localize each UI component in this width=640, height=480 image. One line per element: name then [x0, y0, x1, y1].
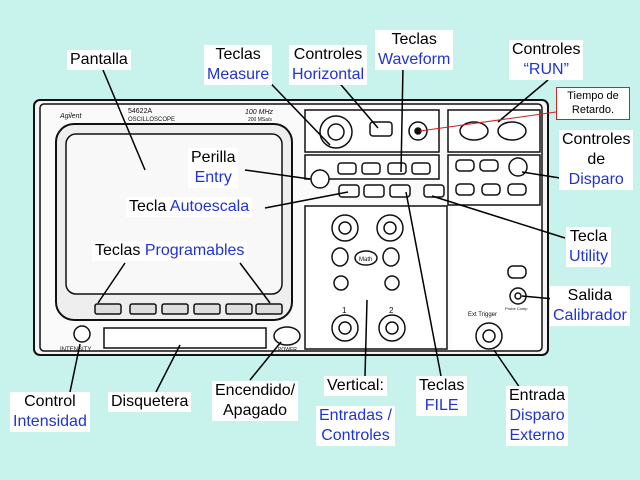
label-control-intensidad: Control Intensidad — [10, 392, 90, 432]
label-encendido-apagado: Encendido/ Apagado — [212, 381, 299, 421]
model-text-1: 54622A — [128, 108, 152, 115]
math-button — [354, 250, 378, 266]
label-controles-run: Controles “RUN” — [509, 40, 584, 80]
main-delayed-button — [369, 121, 393, 137]
run-stop-button — [459, 121, 489, 141]
intensity-knob — [73, 325, 91, 343]
freq-text: 100 MHz — [245, 109, 274, 116]
label-teclas-waveform: Teclas Waveform — [375, 30, 454, 70]
label-tecla-autoescala: Tecla Autoescala — [126, 197, 253, 217]
softkeys-row — [94, 303, 283, 315]
ext-trigger-text: Ext Trigger — [468, 312, 497, 318]
label-tiempo-retardo: Tiempo de Retardo. — [556, 87, 630, 120]
model-text-2: OSCILLOSCOPE — [128, 117, 175, 123]
label-teclas-file: Teclas FILE — [416, 376, 468, 416]
intensity-text: INTENSITY — [60, 347, 91, 353]
label-teclas-measure: Teclas Measure — [204, 45, 273, 85]
probe-comp-text: Probe Comp — [505, 306, 528, 311]
trigger-level-knob — [508, 157, 528, 177]
panel-text: Agilent 54622A OSCILLOSCOPE 100 MHz 200 … — [59, 108, 528, 353]
brand-text: Agilent — [59, 113, 82, 120]
label-entrada-disparo-externo: Entrada Disparo Externo — [506, 386, 569, 446]
label-tecla-utility: Tecla Utility — [566, 227, 612, 267]
label-entradas-controles: Entradas / Controles — [316, 406, 395, 446]
sample-text: 200 MSa/s — [248, 117, 272, 123]
label-salida-calibrador: Salida Calibrador — [550, 286, 630, 326]
floppy-drive — [103, 327, 267, 349]
utility-button — [423, 184, 445, 198]
power-button — [273, 326, 301, 346]
label-teclas-programables: Teclas Programables — [92, 241, 248, 261]
ch1-text: 1 — [342, 306, 347, 315]
label-disquetera: Disquetera — [108, 392, 192, 412]
label-pantalla: Pantalla — [67, 50, 131, 70]
label-controles-disparo: Controles de Disparo — [559, 130, 634, 190]
entry-knob — [310, 169, 330, 189]
label-controles-horizontal: Controles Horizontal — [289, 45, 368, 85]
ch2-text: 2 — [389, 306, 394, 315]
single-button — [497, 121, 527, 141]
auto-scale-button — [338, 184, 360, 198]
controls — [310, 115, 528, 350]
power-text: POWER — [278, 347, 297, 353]
math-text: Math — [359, 257, 372, 263]
label-perilla-entry: Perilla Entry — [188, 148, 239, 188]
label-vertical: Vertical: — [324, 376, 387, 396]
